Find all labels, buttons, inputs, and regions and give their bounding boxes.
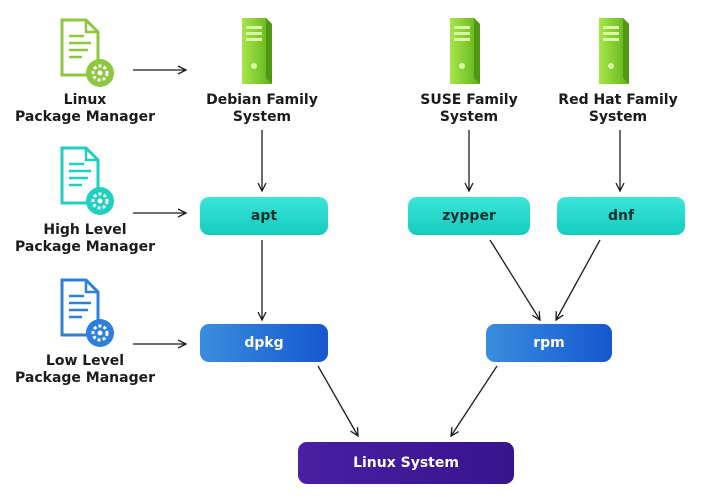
node-dnf: dnf: [557, 197, 685, 235]
arrow-zypper-to-rpm: [489, 239, 540, 320]
arrow-dnf-to-rpm: [556, 239, 601, 320]
node-rpm: rpm: [486, 324, 612, 362]
label-low-level-package-manager: Low Level Package Manager: [15, 353, 155, 386]
document-gear-icon-high: [60, 146, 114, 215]
node-dpkg: dpkg: [200, 324, 328, 362]
node-zypper: zypper: [408, 197, 530, 235]
label-redhat-family-system: Red Hat Family System: [558, 92, 678, 125]
document-gear-icon-linux: [60, 18, 114, 87]
arrow-rpm-to-linux-system: [451, 365, 498, 436]
node-linux-system: Linux System: [298, 442, 514, 484]
server-tower-icon-redhat: [599, 18, 629, 84]
document-gear-icon-low: [60, 278, 114, 347]
node-apt: apt: [200, 197, 328, 235]
server-tower-icon-suse: [450, 18, 480, 84]
label-linux-package-manager: Linux Package Manager: [15, 92, 155, 125]
server-tower-icon-debian: [242, 18, 272, 84]
arrow-dpkg-to-linux-system: [317, 365, 358, 436]
label-debian-family-system: Debian Family System: [206, 92, 318, 125]
label-high-level-package-manager: High Level Package Manager: [15, 222, 155, 255]
label-suse-family-system: SUSE Family System: [420, 92, 518, 125]
